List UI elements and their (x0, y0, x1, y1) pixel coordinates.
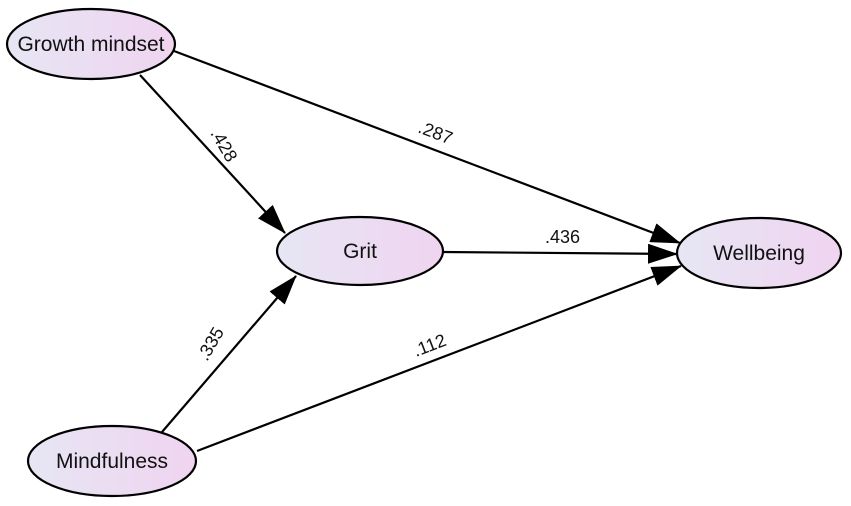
node-mindfulness-shape (26, 424, 198, 498)
edge-label-grit-to-wellbeing: .436 (545, 227, 580, 247)
node-grit: Grit (275, 215, 445, 287)
edge-grit-to-wellbeing (442, 243, 678, 264)
edge-mindfulness-to-grit (161, 275, 297, 433)
edge-mindfulness-to-wellbeing (196, 264, 682, 453)
node-growth-mindset-shape (5, 7, 177, 81)
node-wellbeing: Wellbeing (675, 216, 843, 290)
edge-growth-to-grit (139, 74, 286, 234)
node-grit-label: Grit (343, 240, 377, 263)
node-wellbeing-shape (675, 216, 843, 290)
node-wellbeing-label: Wellbeing (713, 242, 805, 265)
edge-label-growth-to-grit: .428 (207, 125, 242, 165)
node-growth-mindset: Growth mindset (5, 7, 177, 81)
edge-label-mindfulness-to-grit: .335 (193, 324, 228, 364)
edge-growth-to-wellbeing (173, 49, 681, 245)
node-mindfulness: Mindfulness (26, 424, 198, 498)
node-grit-shape (275, 215, 445, 287)
edge-label-growth-to-wellbeing: .287 (416, 117, 456, 148)
node-mindfulness-label: Mindfulness (56, 450, 168, 473)
node-growth-mindset-label: Growth mindset (17, 33, 164, 56)
